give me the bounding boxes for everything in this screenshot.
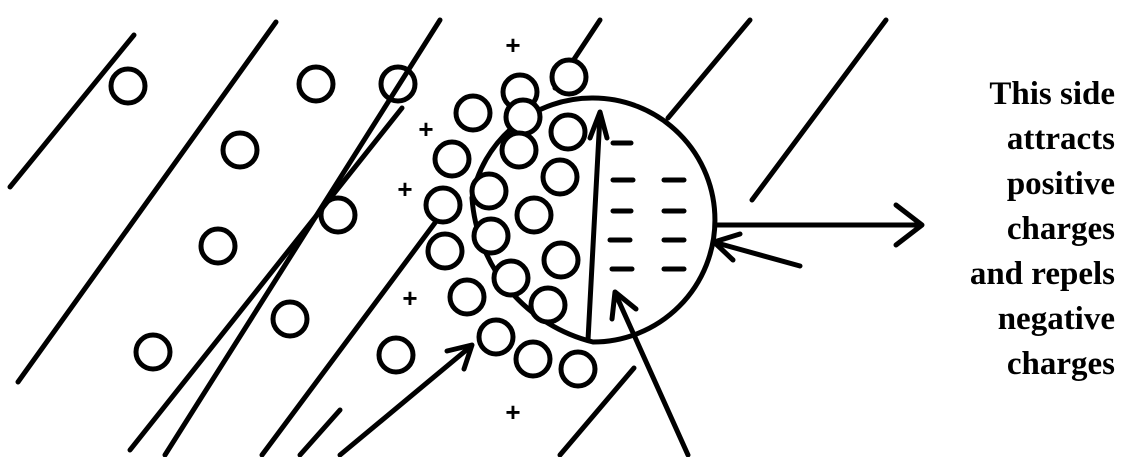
- positive-charge: +: [397, 174, 412, 204]
- positive-charge: +: [418, 114, 433, 144]
- label-line: attracts: [900, 117, 1115, 162]
- free-molecules: [111, 67, 415, 372]
- positive-charge: +: [402, 283, 417, 313]
- positive-charge: +: [505, 397, 520, 427]
- negative-charges: [610, 143, 684, 269]
- arrows: [340, 205, 922, 455]
- adsorbed-molecules: [426, 60, 595, 386]
- label-line: positive: [900, 162, 1115, 207]
- positive-charge: +: [505, 30, 520, 60]
- label-line: charges: [900, 207, 1115, 252]
- label-line: negative: [900, 297, 1115, 342]
- explanation-label: This side attracts positive charges and …: [900, 72, 1115, 387]
- internal-arrow: [588, 112, 607, 340]
- label-line: and repels: [900, 252, 1115, 297]
- bottom-left-arrow: [340, 347, 470, 455]
- label-line: charges: [900, 342, 1115, 387]
- label-line: This side: [900, 72, 1115, 117]
